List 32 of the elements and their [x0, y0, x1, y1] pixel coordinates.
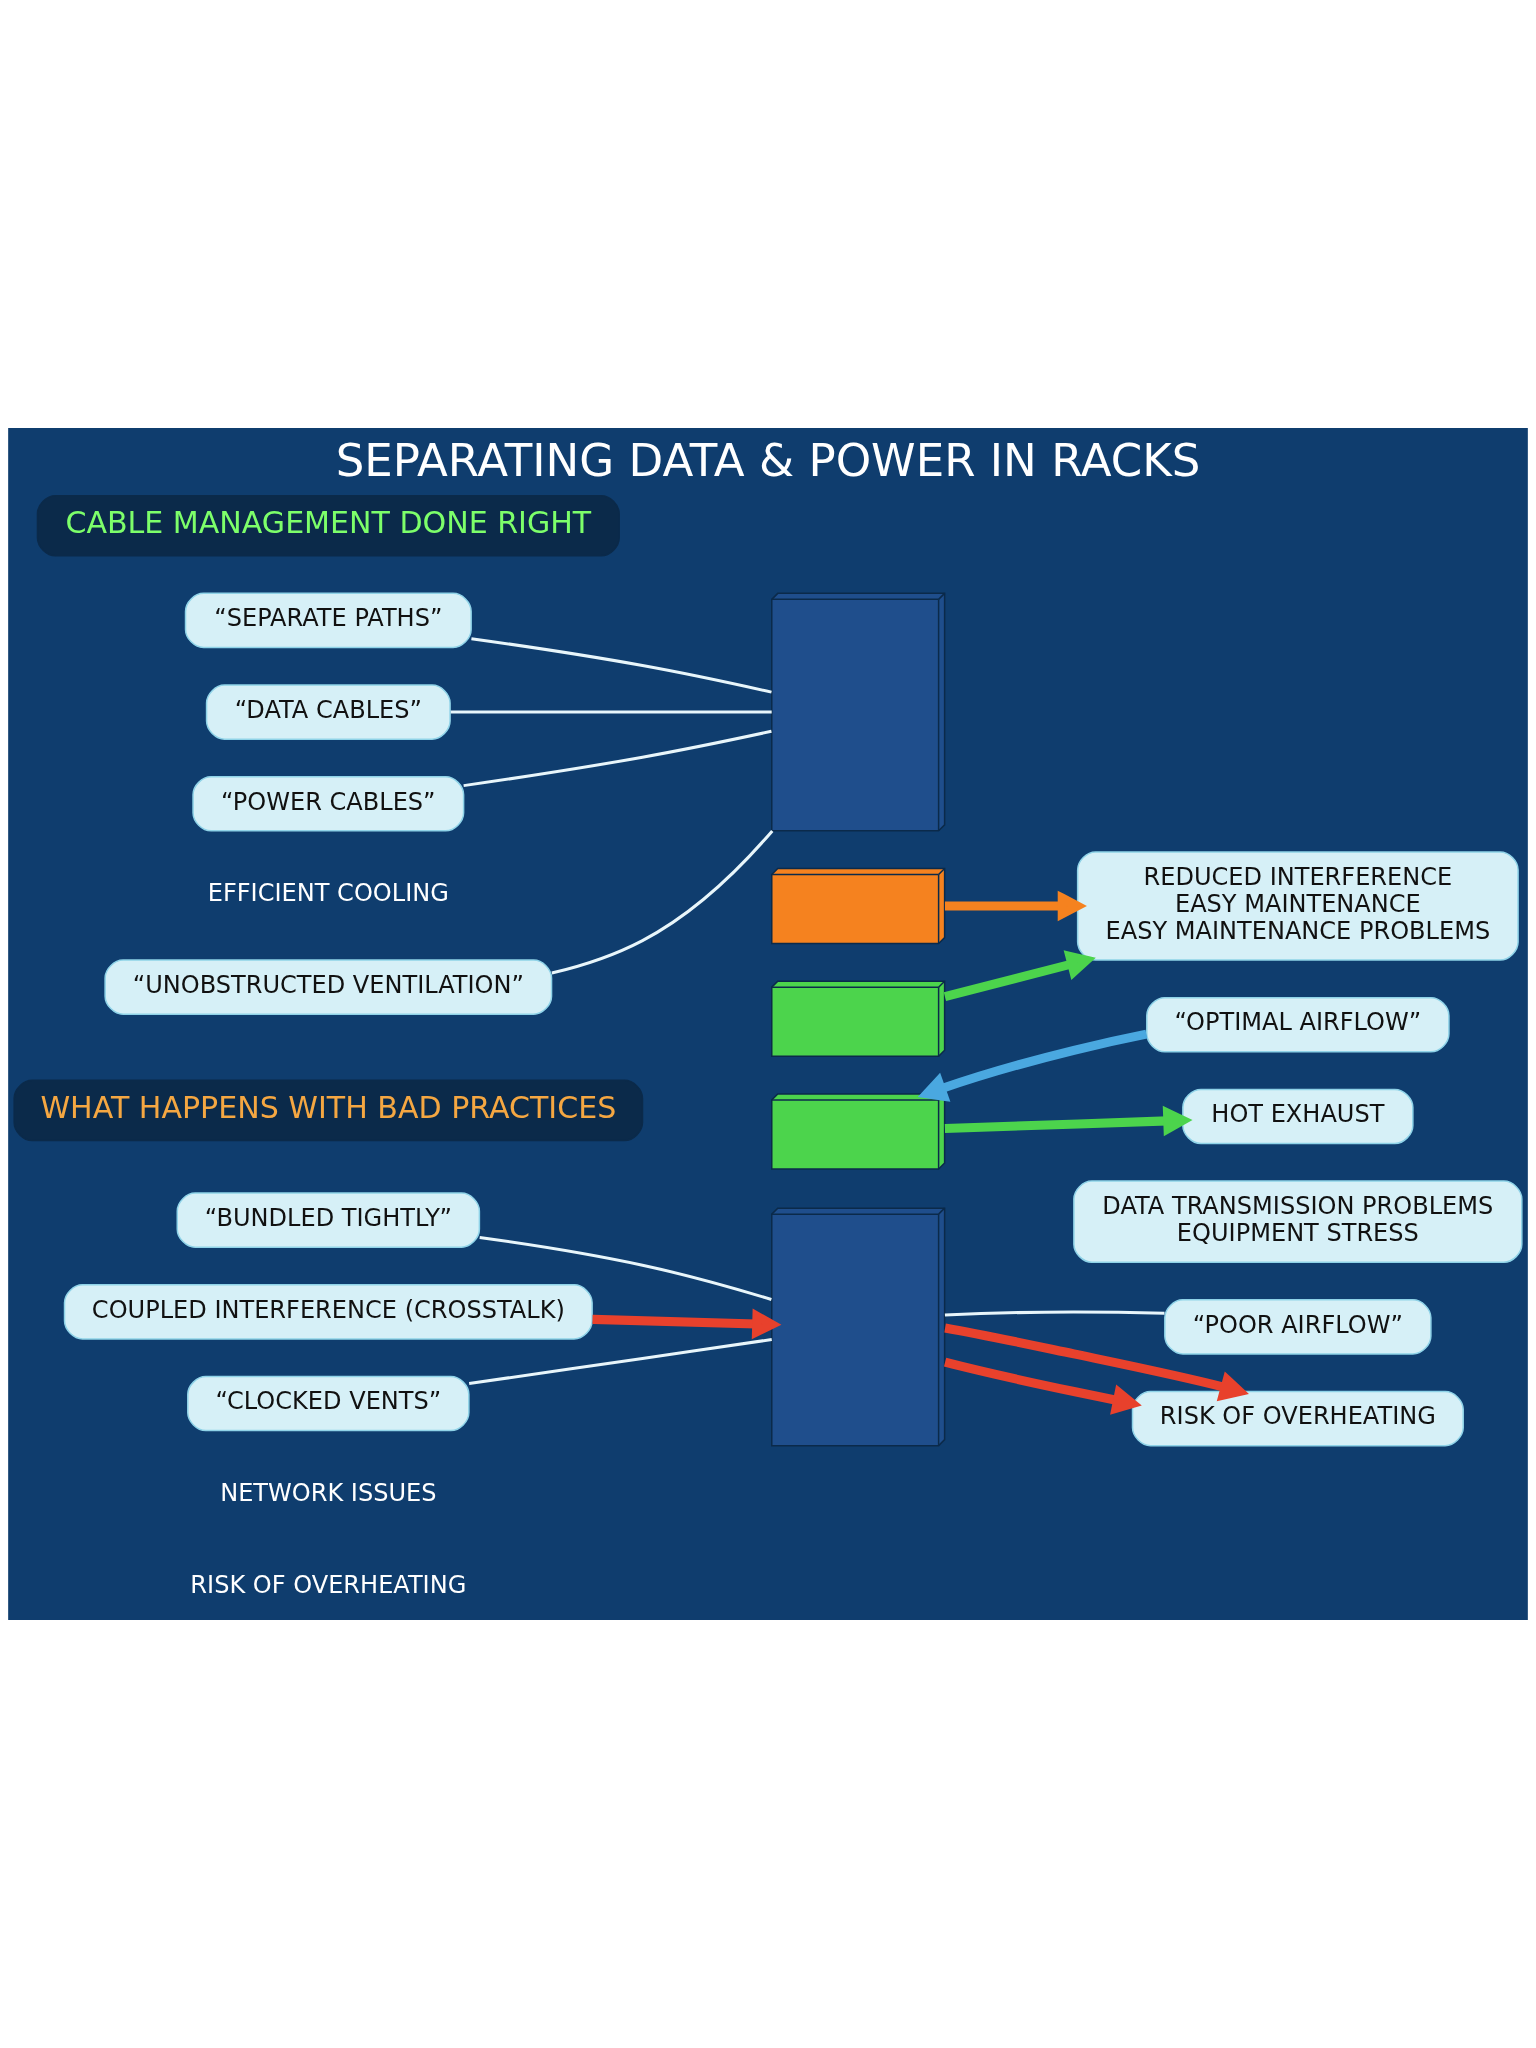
label: NETWORK ISSUES [220, 1478, 437, 1507]
arrow [944, 1105, 1193, 1137]
connector [551, 829, 774, 975]
label: EFFICIENT COOLING [207, 879, 449, 908]
node-box: “SEPARATE PATHS” [184, 592, 472, 649]
connector [468, 1338, 772, 1386]
node-box: WHAT HAPPENS WITH BAD PRACTICES [13, 1079, 644, 1142]
arrow [944, 1323, 1249, 1402]
node-box: HOT EXHAUST [1182, 1088, 1414, 1145]
node-box: DATA TRANSMISSION PROBLEMS EQUIPMENT STRESS [1073, 1180, 1523, 1263]
connector [450, 710, 772, 714]
node-box: “DATA CABLES” [205, 684, 451, 740]
connector [944, 1310, 1165, 1317]
arrow [592, 1308, 782, 1340]
connector [479, 1236, 772, 1301]
node-box: COUPLED INTERFERENCE (CROSSTALK) [63, 1284, 593, 1340]
node-box: CABLE MANAGEMENT DONE RIGHT [36, 494, 620, 557]
arrow [943, 950, 1096, 1002]
node-box: RISK OF OVERHEATING [1131, 1390, 1464, 1447]
node-box: “UNOBSTRUCTED VENTILATION” [104, 959, 553, 1015]
node-box: “POOR AIRFLOW” [1164, 1299, 1432, 1355]
connector [471, 637, 772, 694]
diagram-title: SEPARATING DATA & POWER IN RACKS [335, 434, 1201, 488]
node-box: “POWER CABLES” [192, 776, 465, 832]
arrow [944, 1357, 1142, 1415]
node-box: “BUNDLED TIGHTLY” [176, 1192, 481, 1248]
arrow [944, 890, 1087, 922]
label: RISK OF OVERHEATING [190, 1570, 467, 1599]
node-box: “CLOCKED VENTS” [187, 1375, 470, 1432]
node-box: REDUCED INTERFERENCE EASY MAINTENANCE EASY MAINTENANCE PROBLEMS [1076, 851, 1519, 961]
node-box: “OPTIMAL AIRFLOW” [1146, 996, 1450, 1053]
connector [463, 729, 772, 788]
